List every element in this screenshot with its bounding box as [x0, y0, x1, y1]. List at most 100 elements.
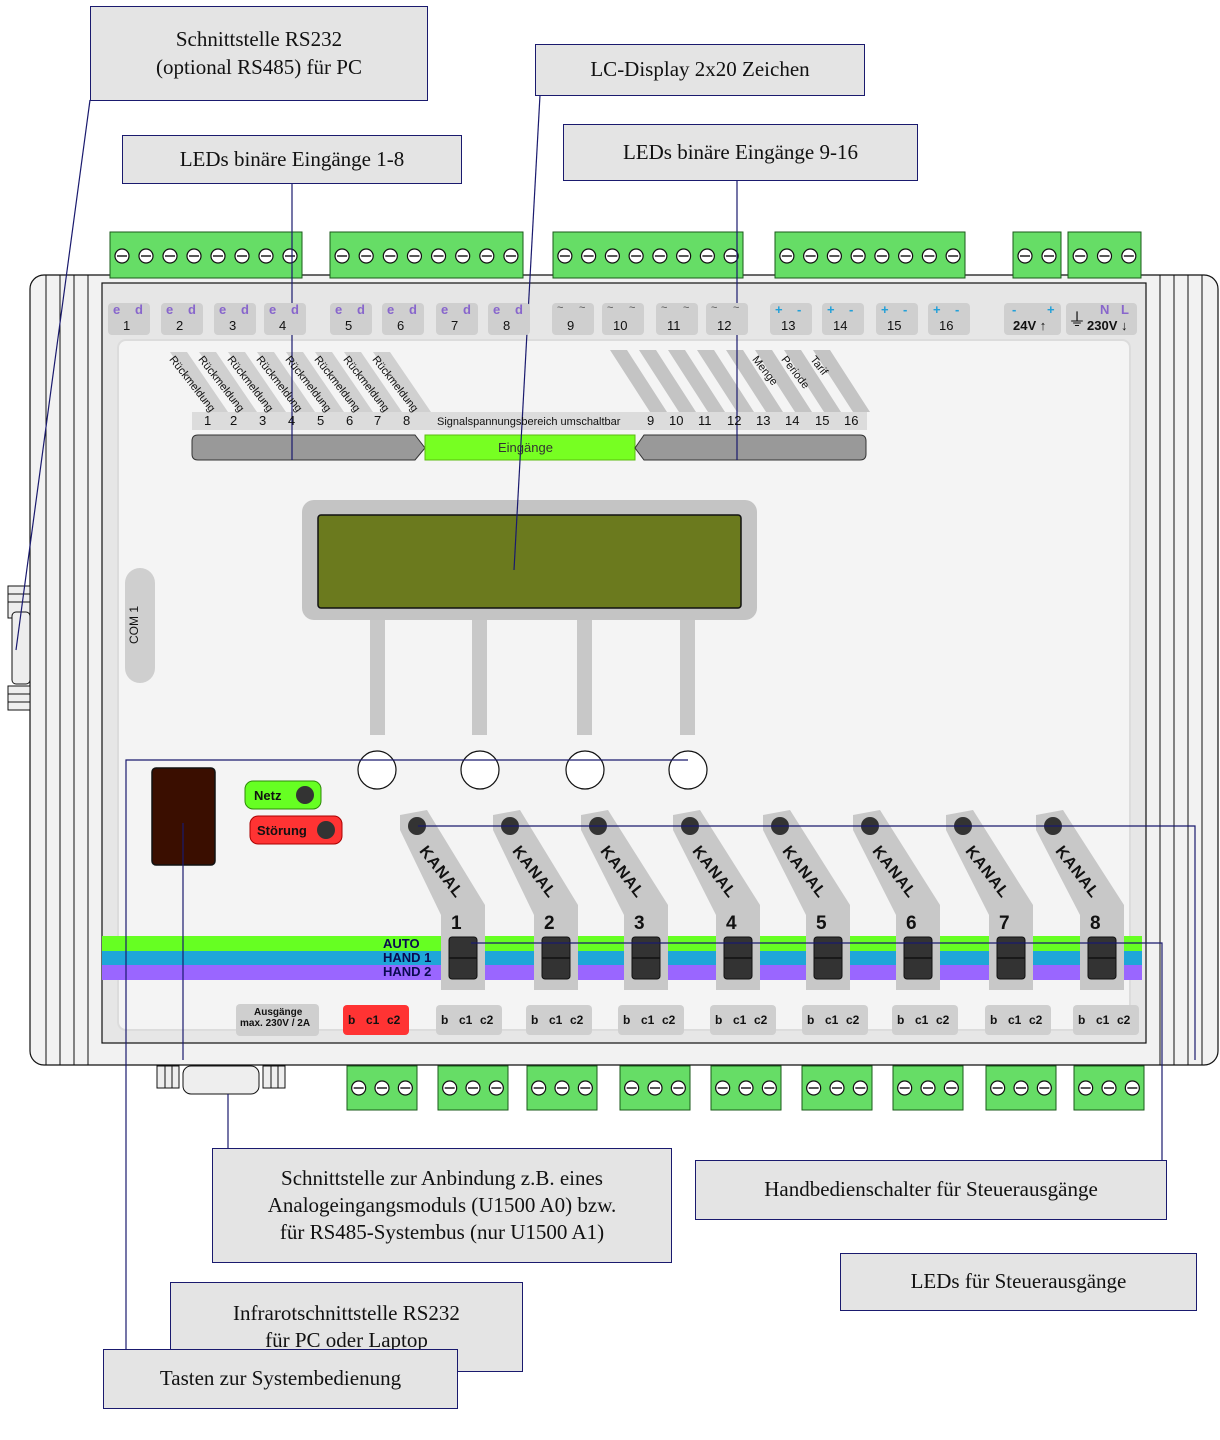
- input-label-box: [876, 303, 918, 335]
- bottom-terminals: [346, 1065, 1145, 1111]
- output-label-box: [985, 1005, 1051, 1035]
- side-connector-left: [7, 585, 31, 711]
- stoerung-badge: [249, 815, 343, 845]
- channel-number: 8: [1090, 913, 1101, 934]
- output-label-boxes: [343, 1005, 1139, 1035]
- callout-rs232-line2: (optional RS485) für PC: [156, 54, 362, 79]
- callout-leds-1-8: LEDs binäre Eingänge 1-8: [122, 135, 462, 184]
- input-terminal-number: 3: [229, 318, 237, 333]
- input-polarity: ~: [579, 302, 586, 314]
- inputs-bar-middle: [424, 434, 636, 461]
- input-label-box: [602, 303, 644, 335]
- com1-capsule: [125, 568, 155, 683]
- mode-hand1-label: HAND 1: [383, 950, 432, 965]
- input-polarity: ~: [607, 302, 614, 314]
- input-polarity: e: [113, 302, 121, 317]
- output-term-b: b: [990, 1013, 998, 1027]
- input-polarity: e: [387, 302, 395, 317]
- input-terminal-number: 1: [123, 318, 131, 333]
- input-polarity: -: [903, 302, 908, 317]
- input-polarity: ~: [661, 302, 668, 314]
- input-terminal-number: 4: [279, 318, 287, 333]
- input-label-box: [656, 303, 698, 335]
- input-label-box: [161, 303, 203, 335]
- system-button-1[interactable]: [357, 750, 397, 790]
- input-label-box: [928, 303, 970, 335]
- input-label-box: [382, 303, 424, 335]
- input-polarity: d: [135, 302, 143, 317]
- input-label-box: [214, 303, 256, 335]
- output-term-b: b: [623, 1013, 631, 1027]
- callout-lines: [15, 94, 1196, 1350]
- callout-leds-outputs: LEDs für Steuerausgänge: [840, 1253, 1197, 1311]
- button-stems: [370, 620, 695, 735]
- input-label-box: [330, 303, 372, 335]
- input-polarity: e: [219, 302, 227, 317]
- output-term-c1: c1: [459, 1013, 473, 1027]
- callout-handbedien-text: Handbedienschalter für Steuerausgänge: [764, 1177, 1098, 1202]
- output-label-box: [892, 1005, 958, 1035]
- output-term-b: b: [807, 1013, 815, 1027]
- channel-number: 4: [726, 913, 737, 934]
- input-terminal-number: 15: [887, 318, 902, 333]
- output-term-b: b: [1078, 1013, 1086, 1027]
- output-term-b: b: [441, 1013, 449, 1027]
- input-label-box: [706, 303, 748, 335]
- rail-right: [1159, 275, 1203, 1065]
- netz-label: Netz: [254, 788, 282, 803]
- output-label-box: [343, 1005, 409, 1035]
- system-button-3[interactable]: [565, 750, 605, 790]
- callout-rs232-line1: Schnittstelle RS232: [175, 27, 343, 52]
- input-polarity: e: [441, 302, 449, 317]
- input-led-slant: [784, 350, 841, 412]
- supply-polarity: -: [1012, 302, 1017, 317]
- input-led-slant: [286, 352, 344, 412]
- callout-tasten: Tasten zur Systembedienung: [103, 1349, 458, 1409]
- input-polarity: +: [827, 302, 835, 317]
- input-number: 15: [815, 413, 830, 428]
- input-number: 9: [647, 413, 655, 428]
- input-terminal-number: 2: [176, 318, 184, 333]
- outputs-label-box: [236, 1004, 319, 1036]
- input-led-slant: [755, 350, 812, 412]
- mode-auto-label: AUTO: [383, 936, 420, 951]
- input-number: 8: [403, 413, 411, 428]
- stoerung-led: [317, 821, 335, 839]
- outputs-label-2: max. 230V / 2A: [240, 1018, 311, 1029]
- bottom-connector: [156, 1065, 286, 1095]
- callout-leds-9-16-text: LEDs binäre Eingänge 9-16: [622, 139, 858, 164]
- input-number: 6: [346, 413, 354, 428]
- input-polarity: e: [269, 302, 277, 317]
- output-term-b: b: [348, 1013, 356, 1027]
- input-led-slant: [228, 352, 286, 412]
- input-polarity: d: [357, 302, 365, 317]
- input-led-slant: [199, 352, 257, 412]
- output-label-box: [618, 1005, 684, 1035]
- stoerung-label: Störung: [257, 823, 307, 838]
- input-led-slant: [813, 350, 870, 412]
- output-term-b: b: [531, 1013, 539, 1027]
- input-polarity: -: [849, 302, 854, 317]
- input-number: 11: [698, 413, 712, 428]
- input-led-slant: [257, 352, 315, 412]
- rail-left: [45, 275, 89, 1065]
- inputs-bar-left: [191, 434, 426, 461]
- supply-230v-label: 230V ↓: [1087, 318, 1128, 333]
- input-polarity: ~: [711, 302, 718, 314]
- input-terminal-number: 12: [717, 318, 732, 333]
- output-term-c2: c2: [662, 1013, 676, 1027]
- output-term-c2: c2: [754, 1013, 768, 1027]
- input-polarity: ~: [557, 302, 564, 314]
- input-led-slant: [315, 352, 373, 412]
- system-button-4[interactable]: [668, 750, 708, 790]
- lcd-screen: [317, 514, 742, 609]
- callout-leds-outputs-text: LEDs für Steuerausgänge: [910, 1269, 1127, 1294]
- callout-lcd: LC-Display 2x20 Zeichen: [535, 44, 865, 96]
- callout-infrared-line2: für PC oder Laptop: [265, 1328, 428, 1352]
- input-led-slants-1-8: [170, 352, 431, 412]
- output-term-b: b: [897, 1013, 905, 1027]
- system-button-2[interactable]: [460, 750, 500, 790]
- input-number: 10: [669, 413, 684, 428]
- input-polarity: d: [515, 302, 523, 317]
